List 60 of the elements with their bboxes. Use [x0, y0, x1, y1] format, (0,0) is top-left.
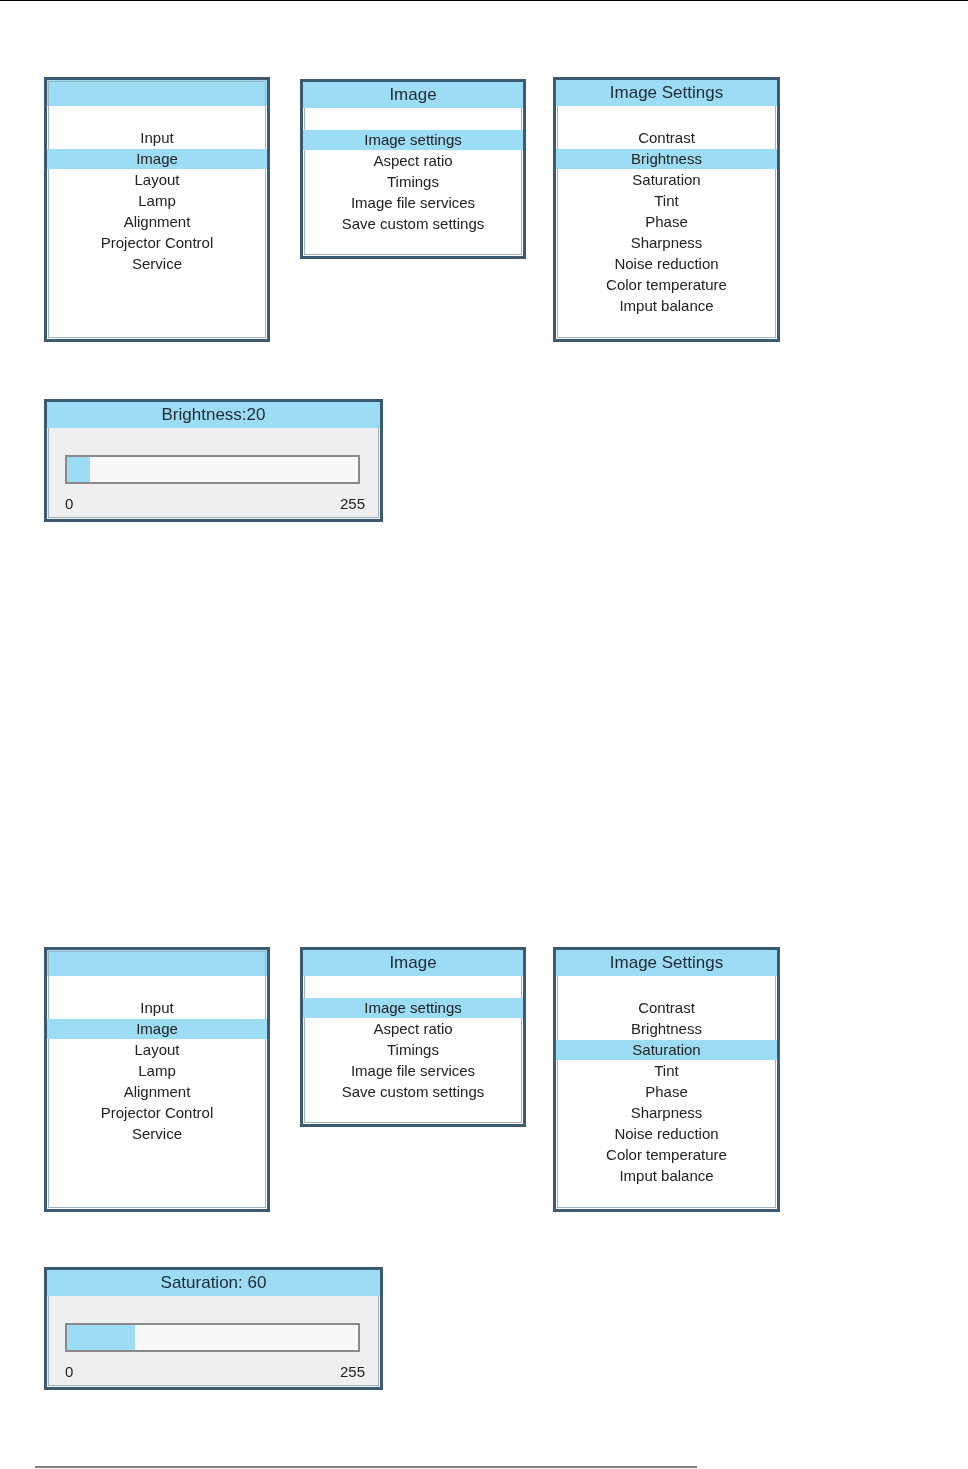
menu-item: Saturation: [631, 170, 702, 190]
menu-item: Noise reduction: [613, 254, 720, 274]
menu-item: Imput balance: [618, 1166, 715, 1186]
menu-item: Contrast: [637, 128, 696, 148]
menu-item: Color temperature: [605, 1145, 728, 1165]
menu-item: Sharpness: [629, 1103, 704, 1123]
menu-item: Noise reduction: [613, 1124, 720, 1144]
min-value: 0: [65, 495, 74, 512]
selected-menu-item: Image settings: [303, 998, 523, 1018]
menu-item: Image file services: [349, 1061, 477, 1081]
menu-item: Layout: [133, 1040, 181, 1060]
menu-panel: [553, 77, 780, 342]
menu-item: Tint: [653, 1061, 680, 1081]
menu-item: Sharpness: [629, 233, 704, 253]
menu-item: Service: [131, 254, 183, 274]
selected-menu-item: Image settings: [303, 130, 523, 150]
max-value: 255: [339, 1363, 365, 1380]
menu-item: Aspect ratio: [372, 1019, 454, 1039]
menu-panel: [300, 947, 526, 1127]
menu-item: Alignment: [122, 212, 192, 232]
max-value: 255: [339, 495, 365, 512]
menu-item: Input: [139, 998, 175, 1018]
slider-title: Saturation: 60: [47, 1270, 380, 1296]
menu-item: Save custom settings: [340, 214, 486, 234]
menu-item: Color temperature: [605, 275, 728, 295]
menu-item: Timings: [386, 172, 440, 192]
slider-panel: [44, 1267, 383, 1390]
menu-item: Input: [139, 128, 175, 148]
menu-title: Image: [303, 950, 523, 976]
menu-title: Image: [303, 82, 523, 108]
menu-item: Layout: [133, 170, 181, 190]
menu-panel: [553, 947, 780, 1212]
menu-item: Aspect ratio: [372, 151, 454, 171]
min-value: 0: [65, 1363, 74, 1380]
selected-menu-item: Saturation: [556, 1040, 777, 1060]
slider-panel: [44, 399, 383, 522]
menu-item: Phase: [644, 212, 689, 232]
menu-panel: [44, 77, 270, 342]
menu-title: Image Settings: [556, 80, 777, 106]
menu-item: Imput balance: [618, 296, 715, 316]
menu-item: Contrast: [637, 998, 696, 1018]
menu-item: Timings: [386, 1040, 440, 1060]
menu-item: Save custom settings: [340, 1082, 486, 1102]
menu-panel: [300, 79, 526, 259]
menu-item: Lamp: [137, 191, 177, 211]
menu-item: Tint: [653, 191, 680, 211]
menu-item: Projector Control: [99, 1103, 215, 1123]
menu-item: Image file services: [349, 193, 477, 213]
menu-item: Service: [131, 1124, 183, 1144]
selected-menu-item: Image: [47, 1019, 267, 1039]
slider-title: Brightness:20: [47, 402, 380, 428]
selected-menu-item: Brightness: [556, 149, 777, 169]
menu-item: Brightness: [630, 1019, 703, 1039]
menu-title: Image Settings: [556, 950, 777, 976]
menu-item: Phase: [644, 1082, 689, 1102]
menu-item: Lamp: [137, 1061, 177, 1081]
selected-menu-item: Image: [47, 149, 267, 169]
menu-item: Projector Control: [99, 233, 215, 253]
menu-item: Alignment: [122, 1082, 192, 1102]
menu-panel: [44, 947, 270, 1212]
